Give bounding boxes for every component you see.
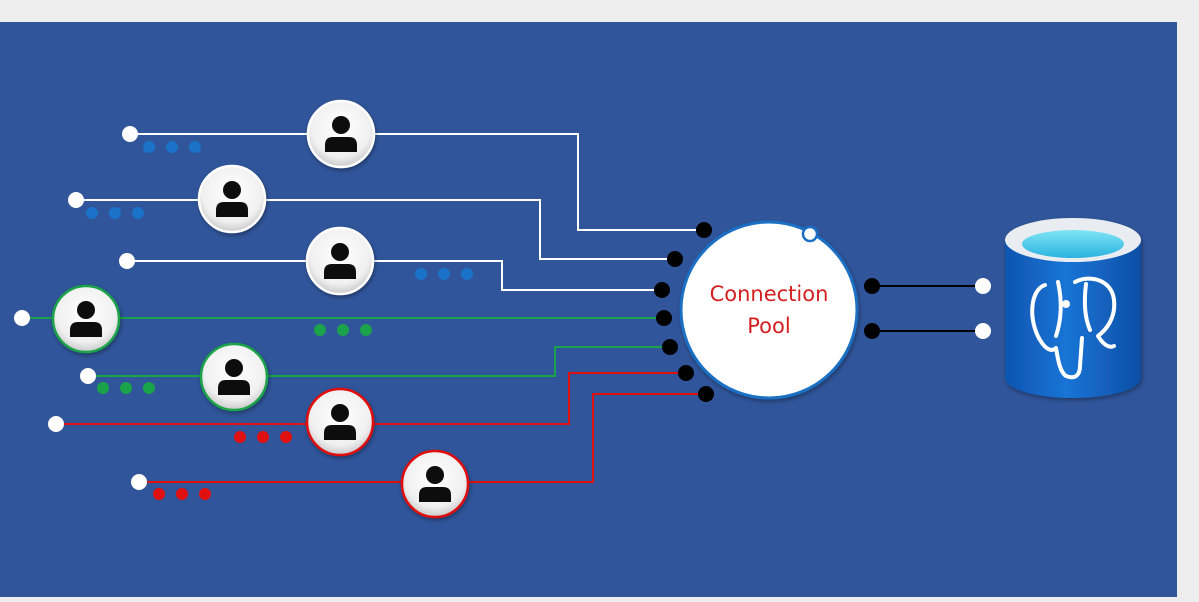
client-line-7 xyxy=(139,393,706,483)
user-icon xyxy=(400,449,470,519)
red-ellipsis-dots xyxy=(153,431,292,500)
pool-input-port xyxy=(656,310,672,326)
user-icon xyxy=(305,387,375,457)
pool-input-port xyxy=(698,386,714,402)
pool-input-port xyxy=(678,365,694,381)
ellipsis-dot xyxy=(153,488,165,500)
ellipsis-dot xyxy=(314,324,326,336)
pool-input-port xyxy=(662,339,678,355)
ellipsis-dot xyxy=(143,141,155,153)
postgresql-database-icon xyxy=(1005,218,1141,398)
ellipsis-dot xyxy=(132,207,144,219)
client-endpoint-6 xyxy=(48,416,64,432)
connection-pool-circle xyxy=(679,220,859,400)
ellipsis-dot xyxy=(166,141,178,153)
ellipsis-dot xyxy=(86,207,98,219)
diagram-background xyxy=(0,22,1177,597)
pool-ports xyxy=(654,222,880,402)
client-line-2 xyxy=(76,199,675,260)
pool-output-port xyxy=(864,278,880,294)
client-endpoints xyxy=(14,126,147,490)
client-endpoint-3 xyxy=(119,253,135,269)
ellipsis-dot xyxy=(143,382,155,394)
client-endpoint-1 xyxy=(122,126,138,142)
client-endpoint-5 xyxy=(80,368,96,384)
ellipsis-dot xyxy=(337,324,349,336)
client-line-5 xyxy=(88,346,670,377)
user-icon xyxy=(51,284,121,354)
database-port xyxy=(975,278,991,294)
pool-input-port xyxy=(696,222,712,238)
ellipsis-dot xyxy=(461,268,473,280)
pool-output-port xyxy=(864,323,880,339)
ellipsis-dot xyxy=(257,431,269,443)
ellipsis-dot xyxy=(360,324,372,336)
user-icon xyxy=(305,226,375,296)
ellipsis-dot xyxy=(415,268,427,280)
user-icons xyxy=(51,99,470,519)
ellipsis-dot xyxy=(120,382,132,394)
ellipsis-dot xyxy=(176,488,188,500)
client-endpoint-2 xyxy=(68,192,84,208)
pool-indicator-dot xyxy=(801,225,819,243)
ellipsis-dot xyxy=(199,488,211,500)
pool-input-port xyxy=(667,251,683,267)
ellipsis-dot xyxy=(97,382,109,394)
pool-input-port xyxy=(654,282,670,298)
user-icon xyxy=(306,99,376,169)
client-endpoint-7 xyxy=(131,474,147,490)
client-endpoint-4 xyxy=(14,310,30,326)
ellipsis-dot xyxy=(438,268,450,280)
ellipsis-dot xyxy=(109,207,121,219)
database-port xyxy=(975,323,991,339)
green-ellipsis-dots xyxy=(97,324,372,394)
blue-ellipsis-dots xyxy=(86,141,473,280)
ellipsis-dot xyxy=(234,431,246,443)
database-ports xyxy=(975,278,991,339)
user-icon xyxy=(199,342,269,412)
user-icon xyxy=(197,164,267,234)
ellipsis-dot xyxy=(280,431,292,443)
ellipsis-dot xyxy=(189,141,201,153)
postgresql-elephant-icon xyxy=(1030,276,1117,380)
